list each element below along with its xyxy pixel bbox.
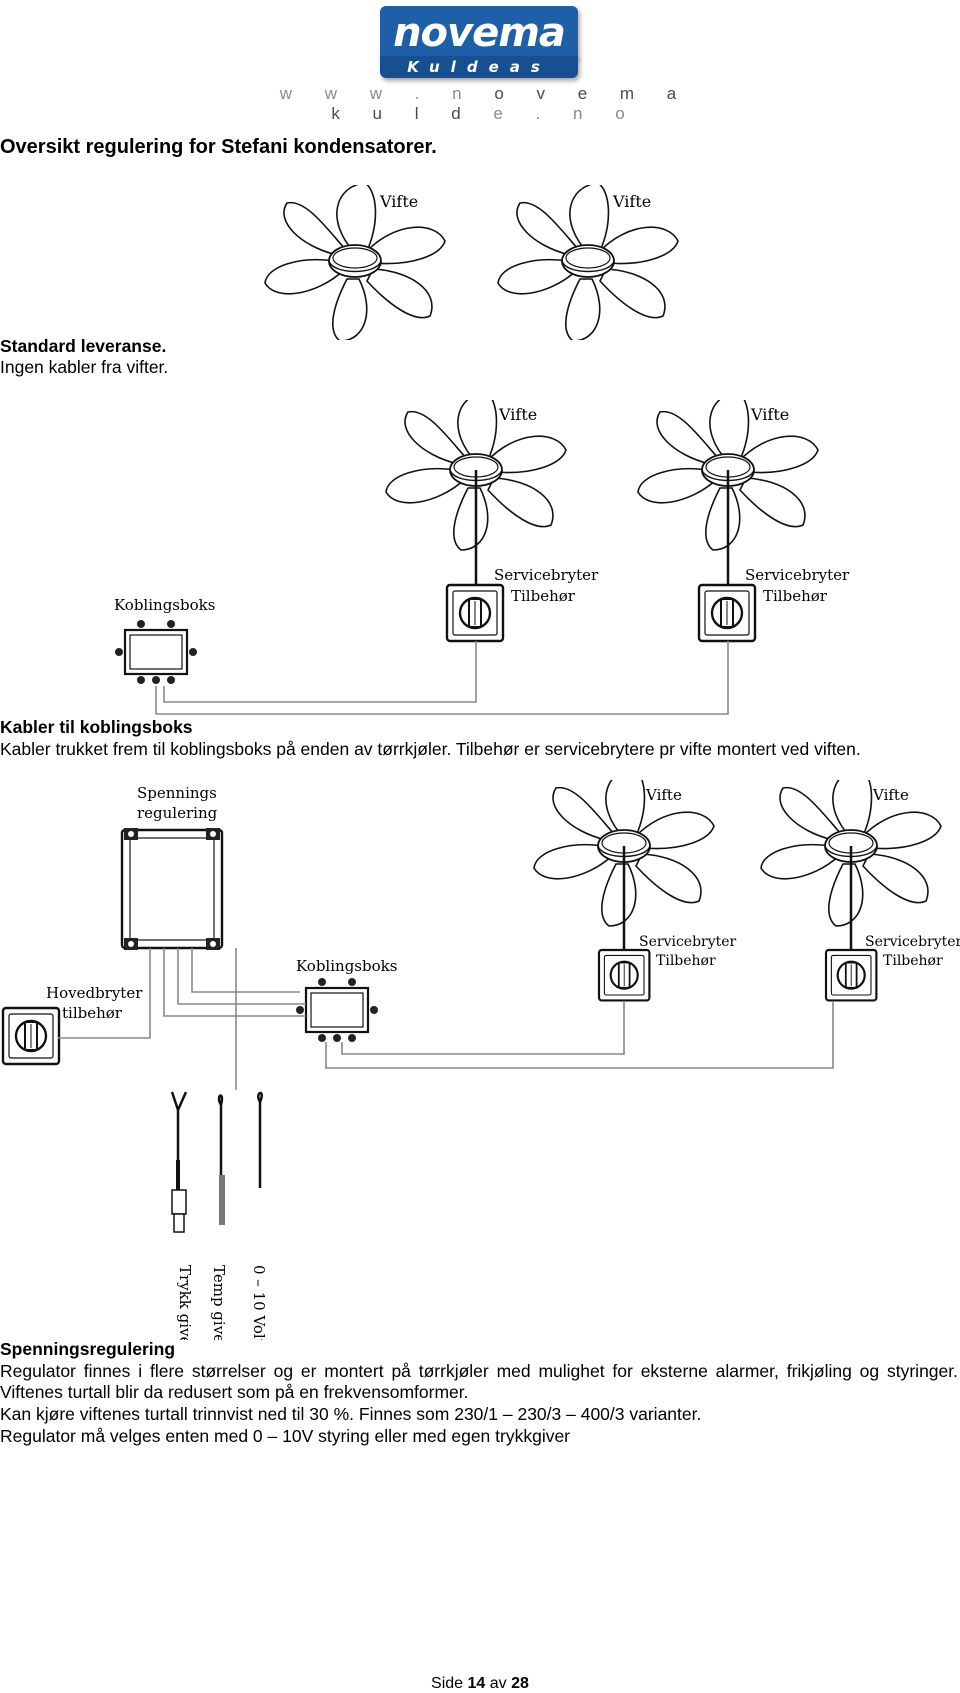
junction-box-icon xyxy=(294,976,380,1044)
temp-sensor-icon xyxy=(217,1094,225,1225)
diagram-junction-box: Vifte Vifte Servicebryter Tilbehør Servi… xyxy=(113,400,850,715)
section-paragraph: Regulator finnes i flere størrelser og e… xyxy=(0,1361,958,1402)
logo-sub-panel xyxy=(380,56,578,78)
pressure-sensor-icon xyxy=(170,1091,188,1233)
main-switch-icon xyxy=(1,1006,61,1066)
switch-label: Tilbehør xyxy=(511,587,576,605)
page-number: Side 14 av 28 xyxy=(431,1675,529,1692)
switch-label: Servicebryter xyxy=(639,934,737,950)
switch-label: Servicebryter xyxy=(494,566,599,584)
logo-main-panel xyxy=(380,6,578,58)
novema-logo: novema Kuldeas xyxy=(380,6,578,82)
junction-box-icon xyxy=(113,618,199,686)
website-url: w w w . n o v e m a k u l d e . n o xyxy=(279,84,691,123)
section-heading-cables: Kabler til koblingsboks xyxy=(0,717,193,737)
section-heading-voltage: Spenningsregulering xyxy=(0,1339,176,1359)
fan-label: Vifte xyxy=(498,405,537,424)
service-switch-icon xyxy=(824,948,878,1002)
switch-label: Tilbehør xyxy=(656,953,716,969)
page-title: Oversikt regulering for Stefani kondensa… xyxy=(0,136,437,158)
service-switch-icon xyxy=(697,583,757,643)
diagram-standard-delivery: Vifte Vifte xyxy=(264,185,679,340)
fan-label: Vifte xyxy=(750,405,789,424)
switch-label: Tilbehør xyxy=(883,953,943,969)
switch-label: Servicebryter xyxy=(745,566,850,584)
sensor-label: Trykk giver xyxy=(176,1265,194,1340)
regulator-label: regulering xyxy=(137,804,218,822)
diagram-voltage-regulation: Spennings regulering Hovedbryter tilbehø… xyxy=(1,780,960,1340)
main-switch-label: Hovedbryter xyxy=(46,984,143,1002)
section-paragraph: Kan kjøre viftenes turtall trinnvist ned… xyxy=(0,1404,702,1424)
junction-box-label: Koblingsboks xyxy=(296,957,397,975)
fan-label: Vifte xyxy=(612,192,651,211)
switch-label: Servicebryter xyxy=(865,934,960,950)
fan-label: Vifte xyxy=(872,786,909,804)
sensor-label: Temp giver xyxy=(210,1265,228,1340)
switch-label: Tilbehør xyxy=(763,587,828,605)
logo-wordmark: novema xyxy=(393,10,566,56)
service-switch-icon xyxy=(445,583,505,643)
section-paragraph: Regulator må velges enten med 0 – 10V st… xyxy=(0,1426,571,1446)
regulator-label: Spennings xyxy=(137,784,217,802)
logo-tagline: Kuldeas xyxy=(407,58,551,76)
section-text-cables: Kabler trukket frem til koblingsboks på … xyxy=(0,739,861,759)
fan-label: Vifte xyxy=(645,786,682,804)
section-heading-standard: Standard leveranse. xyxy=(0,336,167,356)
section-text-standard: Ingen kabler fra vifter. xyxy=(0,357,169,377)
fan-label: Vifte xyxy=(379,192,418,211)
junction-box-label: Koblingsboks xyxy=(114,596,215,614)
sensor-label: 0 – 10 Volt xyxy=(250,1265,268,1340)
voltage-signal-cable-icon xyxy=(257,1091,263,1188)
service-switch-icon xyxy=(597,948,651,1002)
main-switch-label: tilbehør xyxy=(62,1004,123,1022)
